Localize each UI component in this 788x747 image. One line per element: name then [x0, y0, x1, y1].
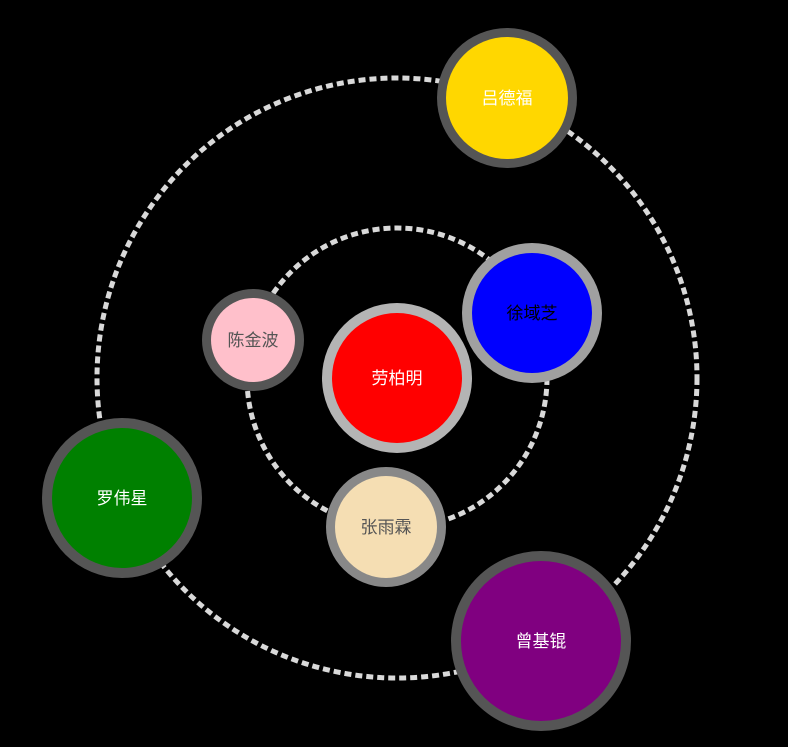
outer-node-label: 吕德福 — [482, 89, 533, 109]
inner-node-label: 张雨霖 — [361, 518, 412, 538]
inner-node-xu[interactable]: 徐域芝 — [462, 243, 602, 383]
inner-node-zhang[interactable]: 张雨霖 — [326, 467, 446, 587]
inner-node-label: 徐域芝 — [507, 304, 558, 324]
center-node-label: 劳柏明 — [372, 369, 423, 389]
outer-orbit-ring — [94, 75, 700, 681]
center-node[interactable]: 劳柏明 — [322, 303, 472, 453]
outer-node-lv[interactable]: 吕德福 — [437, 28, 577, 168]
outer-node-luo[interactable]: 罗伟星 — [42, 418, 202, 578]
outer-node-zeng[interactable]: 曾基锟 — [451, 551, 631, 731]
outer-node-label: 曾基锟 — [516, 632, 567, 652]
outer-node-label: 罗伟星 — [97, 489, 148, 509]
inner-node-label: 陈金波 — [228, 331, 279, 351]
inner-node-chen[interactable]: 陈金波 — [202, 289, 304, 391]
